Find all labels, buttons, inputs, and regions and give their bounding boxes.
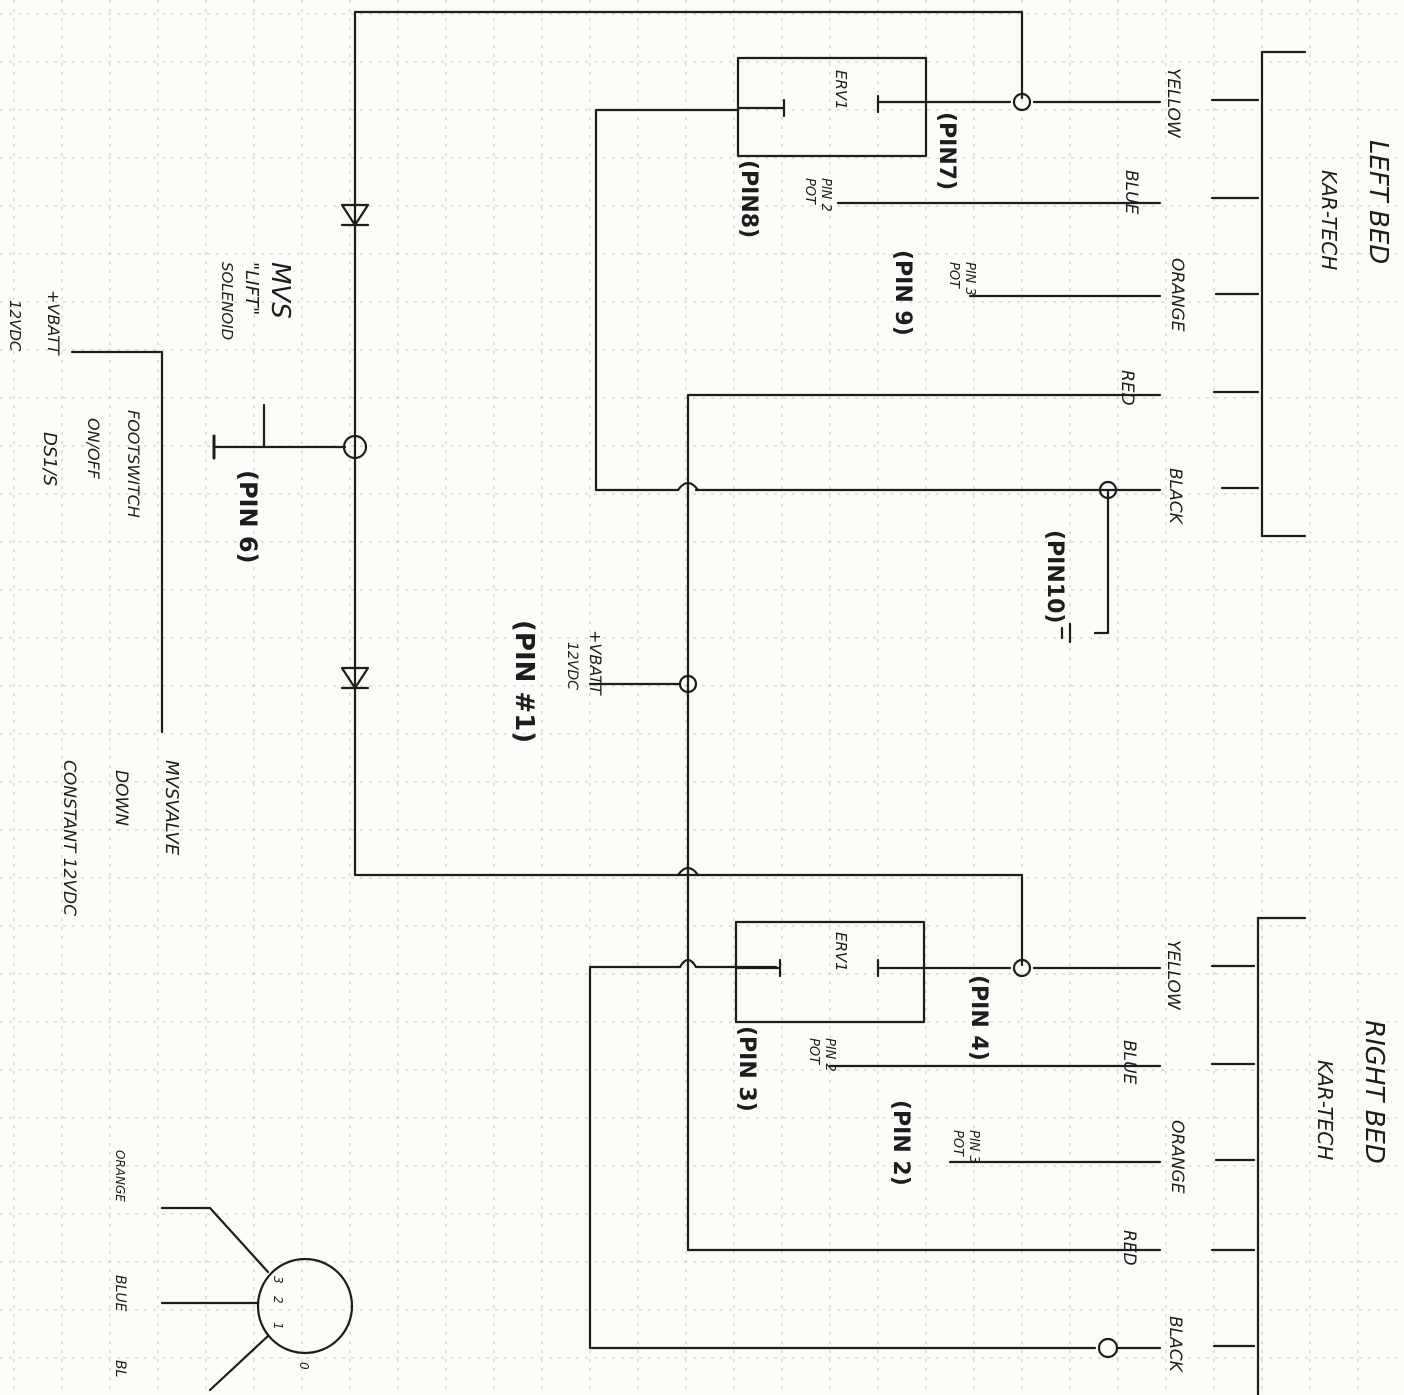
left-pot-pin2: POTPIN 2	[802, 178, 833, 212]
right-pin3: (PIN 3)	[734, 1026, 759, 1112]
right-pin4: (PIN 4)	[966, 975, 991, 1061]
pot-pin-1: 1	[271, 1322, 285, 1330]
valve-name: MVSVALVE	[161, 760, 182, 856]
supply-vdc: 12VDC	[564, 642, 580, 690]
junction-vbatt	[678, 674, 698, 694]
solenoid-name: MVS	[265, 262, 295, 319]
right-wire-red-label: RED	[1119, 1230, 1139, 1266]
wire-pin10-ground	[1093, 488, 1110, 635]
pot-wire-bl: BL	[112, 1360, 128, 1377]
pot-wire-blue: BLUE	[112, 1275, 128, 1312]
footswitch-labels: FOOTSWITCH ON/OFF DS1/S +VBATT 12VDC	[6, 290, 143, 518]
supply-labels: +VBATT 12VDC (PIN #1)	[509, 620, 605, 743]
diode-upper	[340, 203, 370, 227]
erv-left-box	[736, 56, 928, 158]
wire-footswitch	[70, 350, 164, 734]
wire-bottom-loop	[353, 873, 1024, 967]
left-bed-subtitle: KAR-TECH	[1317, 170, 1341, 270]
pot-pin-2: 2	[271, 1296, 285, 1304]
left-pin9: (PIN 9)	[890, 250, 915, 336]
left-wire-red-label: RED	[1117, 370, 1137, 406]
left-pot-pin3: POTPIN 3	[946, 262, 977, 296]
junction-right-black	[1097, 1337, 1119, 1359]
junction-solenoid	[342, 434, 368, 460]
pot-lead-bl	[208, 1334, 270, 1392]
solenoid-pin6: (PIN 6)	[234, 470, 262, 564]
junctions	[342, 92, 1119, 1359]
pot-wire-orange: ORANGE	[113, 1150, 127, 1202]
right-pin2: (PIN 2)	[888, 1100, 913, 1186]
right-bed-subtitle: KAR-TECH	[1313, 1060, 1337, 1160]
left-pin8: (PIN8)	[736, 160, 761, 238]
footswitch-label: FOOTSWITCH	[124, 410, 143, 518]
wire-right-black	[588, 965, 1162, 1350]
valve-down: DOWN	[111, 770, 131, 826]
left-wire-orange-label: ORANGE	[1167, 258, 1187, 332]
connector-right	[1210, 916, 1307, 1395]
pot-mark: 0	[297, 1362, 311, 1370]
hop-left-black	[676, 481, 700, 492]
hop-right-black	[678, 958, 698, 969]
right-wire-blue-label: BLUE	[1119, 1040, 1139, 1085]
footswitch-state: ON/OFF	[84, 418, 103, 480]
solenoid-lift: "LIFT"	[241, 262, 262, 315]
diode-lower	[340, 666, 370, 690]
footswitch-model: DS1/S	[39, 432, 60, 486]
left-pin10: (PIN10)	[1042, 530, 1067, 623]
pot-body	[256, 1257, 354, 1355]
pot-detail-labels: ORANGE BLUE BL 3 2 1 0	[112, 1150, 311, 1377]
left-wire-blue-label: BLUE	[1121, 170, 1141, 215]
left-bed-title: LEFT BED	[1363, 140, 1393, 264]
supply-pin1: (PIN #1)	[509, 620, 539, 743]
right-pot-pin2: POTPIN 2	[806, 1038, 837, 1072]
valve-labels: MVSVALVE DOWN CONSTANT 12VDC	[59, 760, 182, 916]
junction-right-yellow	[1012, 958, 1032, 978]
right-bed-labels: RIGHT BED KAR-TECH YELLOW BLUE ORANGE RE…	[734, 932, 1389, 1374]
junction-left-yellow	[1012, 92, 1032, 112]
left-erv-label: ERV1	[832, 70, 850, 110]
valve-constant: CONSTANT 12VDC	[59, 760, 79, 916]
hop-bottom-loop	[676, 866, 700, 877]
crossovers	[676, 481, 700, 969]
right-wire-orange-label: ORANGE	[1167, 1120, 1187, 1194]
right-erv-label: ERV1	[832, 932, 850, 972]
left-pin7: (PIN7)	[934, 112, 959, 190]
solenoid-labels: MVS "LIFT" SOLENOID (PIN 6)	[218, 262, 295, 564]
supply-vbatt: +VBATT	[586, 630, 605, 696]
right-pot-pin3: POTPIN 3	[950, 1130, 981, 1164]
footswitch-vbatt: +VBATT	[44, 290, 63, 356]
solenoid-word: SOLENOID	[218, 262, 236, 340]
pot-detail	[160, 1206, 354, 1392]
wire-top-loop	[353, 10, 1024, 100]
connector-left	[1210, 50, 1307, 538]
pot-lead-orange	[160, 1206, 270, 1274]
wire-left-red	[686, 393, 1162, 1252]
left-wire-yellow-label: YELLOW	[1163, 68, 1183, 139]
left-wire-black-label: BLACK	[1165, 468, 1185, 526]
right-wire-yellow-label: YELLOW	[1163, 940, 1183, 1011]
ground-symbol	[1060, 622, 1072, 644]
erv-right-box	[734, 920, 926, 1024]
pot-pin-3: 3	[271, 1276, 285, 1284]
footswitch-vdc: 12VDC	[6, 300, 24, 352]
right-wire-black-label: BLACK	[1165, 1316, 1185, 1374]
wires	[70, 10, 1162, 1350]
junction-left-black	[1098, 480, 1118, 500]
right-bed-title: RIGHT BED	[1359, 1020, 1389, 1164]
left-bed-labels: LEFT BED KAR-TECH YELLOW BLUE ORANGE RED…	[736, 68, 1393, 623]
